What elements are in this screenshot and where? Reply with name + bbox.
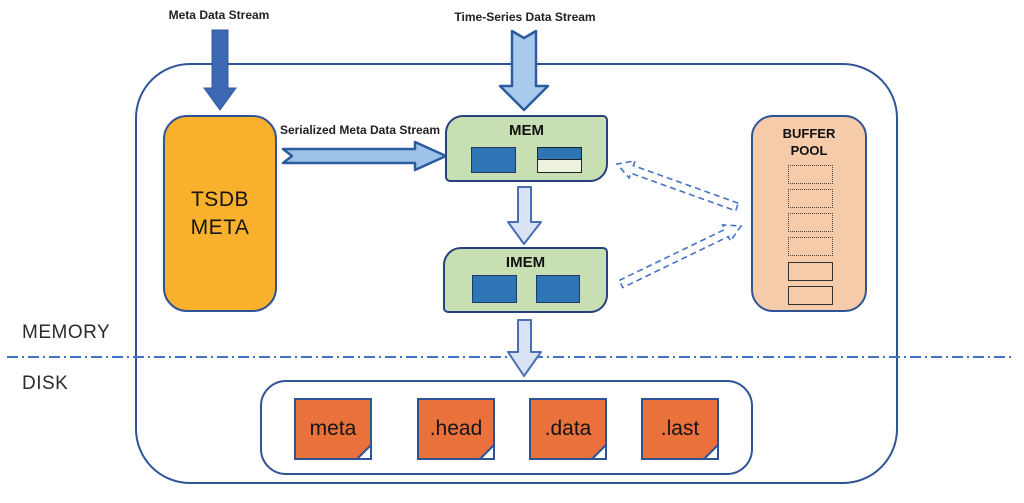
disk-file-data: .data [529,398,607,460]
buffer-slot-free [788,189,833,208]
imem-label: IMEM [505,254,546,271]
mem-data-block [471,147,516,173]
folded-corner-icon [356,444,372,460]
buffer-slot-free [788,237,833,256]
disk-file-label: meta [309,417,357,440]
buffer-slot-free [788,165,833,184]
meta-stream-label: Meta Data Stream [168,8,270,22]
folded-corner-icon [479,444,495,460]
buffer-slot-free [788,213,833,232]
disk-file-label: .data [544,417,592,440]
disk-file-meta: meta [294,398,372,460]
folded-corner-icon [591,444,607,460]
mem-partial-block [537,147,582,173]
buffer-pool-node: BUFFER POOL [751,115,867,312]
imem-data-block-2 [536,275,580,303]
disk-file-last: .last [641,398,719,460]
disk-file-label: .last [660,417,700,440]
disk-file-label: .head [429,417,483,440]
memory-section-label: MEMORY [22,322,111,343]
tsdb-meta-node: TSDB META [163,115,277,312]
imem-data-block [472,275,517,303]
imem-node: IMEM [443,247,608,313]
folded-corner-icon [703,444,719,460]
buffer-slot-used [788,262,833,281]
time-series-stream-label: Time-Series Data Stream [454,10,596,24]
disk-file-head: .head [417,398,495,460]
mem-label: MEM [509,122,544,139]
disk-section-label: DISK [22,373,69,394]
mem-partial-block-filled [538,148,581,161]
tsdb-meta-label: TSDB META [190,188,250,239]
serialized-stream-label: Serialized Meta Data Stream [279,123,441,137]
buffer-pool-label: BUFFER POOL [782,126,836,158]
buffer-slot-used [788,286,833,305]
mem-node: MEM [445,115,608,182]
